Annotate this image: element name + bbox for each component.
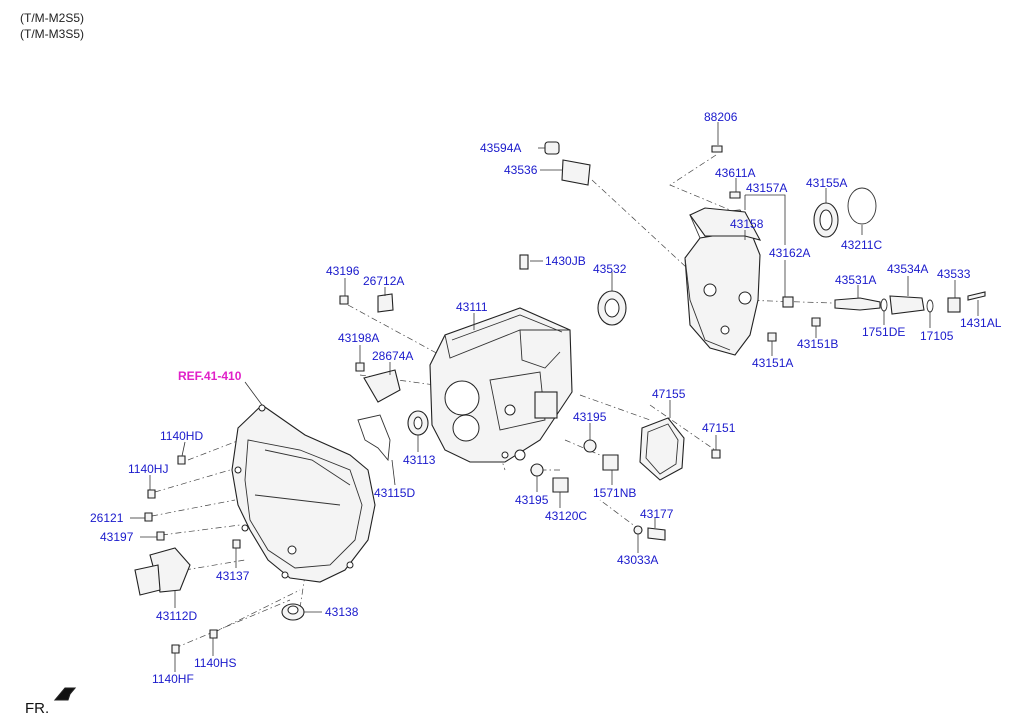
model-label-m2s5: (T/M-M2S5) <box>20 11 84 25</box>
part-label[interactable]: 43198A <box>338 331 379 345</box>
part-label[interactable]: 43211C <box>841 238 882 252</box>
part-label[interactable]: 43533 <box>937 267 971 281</box>
leader-lines <box>130 122 979 672</box>
part-label[interactable]: 1431AL <box>960 316 1002 330</box>
front-direction-label: FR. <box>25 700 49 717</box>
transmission-case[interactable] <box>429 307 573 463</box>
part-label[interactable]: 43151B <box>797 337 838 351</box>
part-labels: 88206 43594A 43536 43611A 43157A 43155A … <box>25 110 1002 717</box>
part-label[interactable]: 1140HS <box>194 656 236 670</box>
part-label[interactable]: 88206 <box>704 110 738 124</box>
part-label[interactable]: 43594A <box>480 141 521 155</box>
part-label[interactable]: 1571NB <box>593 486 636 500</box>
part-label[interactable]: 43155A <box>806 176 847 190</box>
part-label[interactable]: 1140HD <box>160 429 203 443</box>
part-label[interactable]: 43112D <box>156 609 197 623</box>
part-label[interactable]: 43115D <box>374 486 415 500</box>
part-label[interactable]: 43195 <box>515 493 549 507</box>
part-label[interactable]: 43611A <box>715 166 755 180</box>
part-label[interactable]: 43536 <box>504 163 538 177</box>
reference-label[interactable]: REF.41-410 <box>178 369 242 383</box>
part-label[interactable]: 43113 <box>403 453 436 467</box>
part-label[interactable]: 1140HF <box>152 672 194 686</box>
part-label[interactable]: 43157A <box>746 181 787 195</box>
part-label[interactable]: 43120C <box>545 509 587 523</box>
part-label[interactable]: 28674A <box>372 349 413 363</box>
part-label[interactable]: 43195 <box>573 410 607 424</box>
part-label[interactable]: 43531A <box>835 273 876 287</box>
part-label[interactable]: 43137 <box>216 569 250 583</box>
part-label[interactable]: 43534A <box>887 262 928 276</box>
part-label[interactable]: 43033A <box>617 553 658 567</box>
part-label[interactable]: 43177 <box>640 507 674 521</box>
part-label[interactable]: 47151 <box>702 421 736 435</box>
small-parts <box>53 141 986 701</box>
part-label[interactable]: 26712A <box>363 274 404 288</box>
part-label[interactable]: 43532 <box>593 262 627 276</box>
part-label[interactable]: 43151A <box>752 356 793 370</box>
clutch-bell-housing[interactable] <box>231 404 376 583</box>
part-label[interactable]: 47155 <box>652 387 686 401</box>
part-label[interactable]: 26121 <box>90 511 124 525</box>
model-label-m3s5: (T/M-M3S5) <box>20 27 84 41</box>
part-label[interactable]: 43196 <box>326 264 360 278</box>
part-label[interactable]: 43138 <box>325 605 359 619</box>
part-label[interactable]: 43197 <box>100 530 134 544</box>
part-label[interactable]: 43158 <box>730 217 764 231</box>
part-label[interactable]: 43111 <box>456 300 488 314</box>
part-label[interactable]: 43162A <box>769 246 810 260</box>
part-label[interactable]: 1140HJ <box>128 462 168 476</box>
part-label[interactable]: 17105 <box>920 329 954 343</box>
extension-housing[interactable] <box>684 207 762 356</box>
part-label[interactable]: 1430JB <box>545 254 586 268</box>
part-label[interactable]: 1751DE <box>862 325 905 339</box>
